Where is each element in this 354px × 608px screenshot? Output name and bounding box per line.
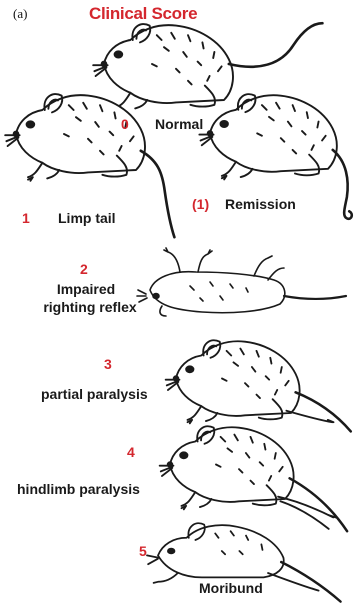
score-2-label-line-2: righting reflex [38, 299, 142, 315]
remission-number: (1) [192, 196, 209, 212]
score-4-number: 4 [127, 444, 135, 460]
score-5-label: Moribund [199, 580, 263, 596]
score-4-label: hindlimb paralysis [17, 481, 140, 497]
score-0-number: 0 [121, 116, 129, 132]
rat-score-4 [160, 426, 347, 531]
score-0-label: Normal [155, 116, 203, 132]
score-2-label-line-1: Impaired [38, 281, 134, 297]
diagram-title: Clinical Score [89, 4, 197, 24]
remission-label: Remission [225, 196, 296, 212]
panel-label: (a) [13, 6, 27, 22]
score-1-number: 1 [22, 210, 30, 226]
score-5-number: 5 [139, 543, 147, 559]
score-2-number: 2 [80, 261, 88, 277]
score-1-label: Limp tail [58, 210, 116, 226]
score-3-number: 3 [104, 356, 112, 372]
score-3-label: partial paralysis [41, 386, 148, 402]
rat-score-3 [166, 340, 351, 431]
rat-score-2 [137, 248, 346, 316]
